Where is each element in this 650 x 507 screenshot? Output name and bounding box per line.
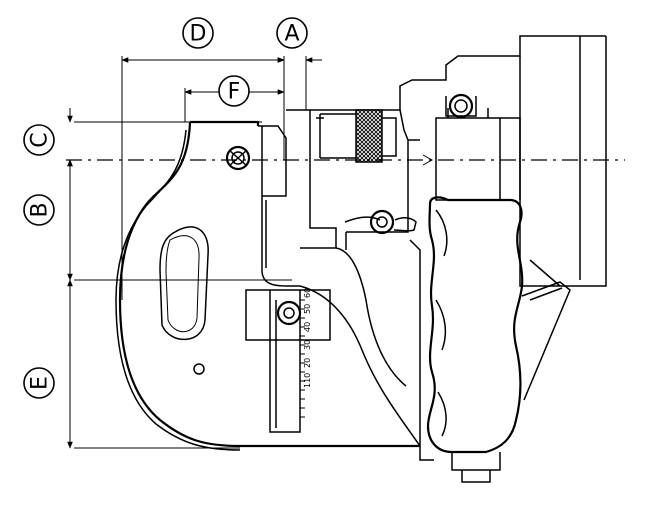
dimension-lines (67, 56, 322, 449)
callout-f-label: F (228, 80, 241, 105)
frame-body (115, 120, 420, 451)
depth-scale: 110 20 30 40 50 60 (245, 288, 331, 433)
callout-e-label: E (28, 376, 53, 390)
clamp-assembly (225, 35, 607, 287)
callout-c-label: C (28, 132, 53, 147)
scale-label: 110 (303, 373, 312, 388)
scale-label: 50 (303, 304, 312, 314)
callout-a: A (276, 17, 308, 49)
handle-assembly (299, 196, 571, 483)
callout-d-label: D (190, 22, 207, 47)
callout-a-label: A (284, 22, 299, 47)
scale-label: 20 (303, 358, 312, 368)
callout-e: E (23, 367, 55, 399)
callout-b-label: B (28, 202, 53, 217)
scale-label: 60 (303, 288, 312, 298)
scale-label: 30 (303, 340, 312, 350)
callout-d: D (182, 17, 214, 49)
scale-label: 40 (303, 322, 312, 332)
callout-c: C (23, 124, 55, 156)
callout-f: F (218, 75, 250, 107)
callout-b: B (23, 194, 55, 226)
center-arrow (422, 154, 434, 166)
